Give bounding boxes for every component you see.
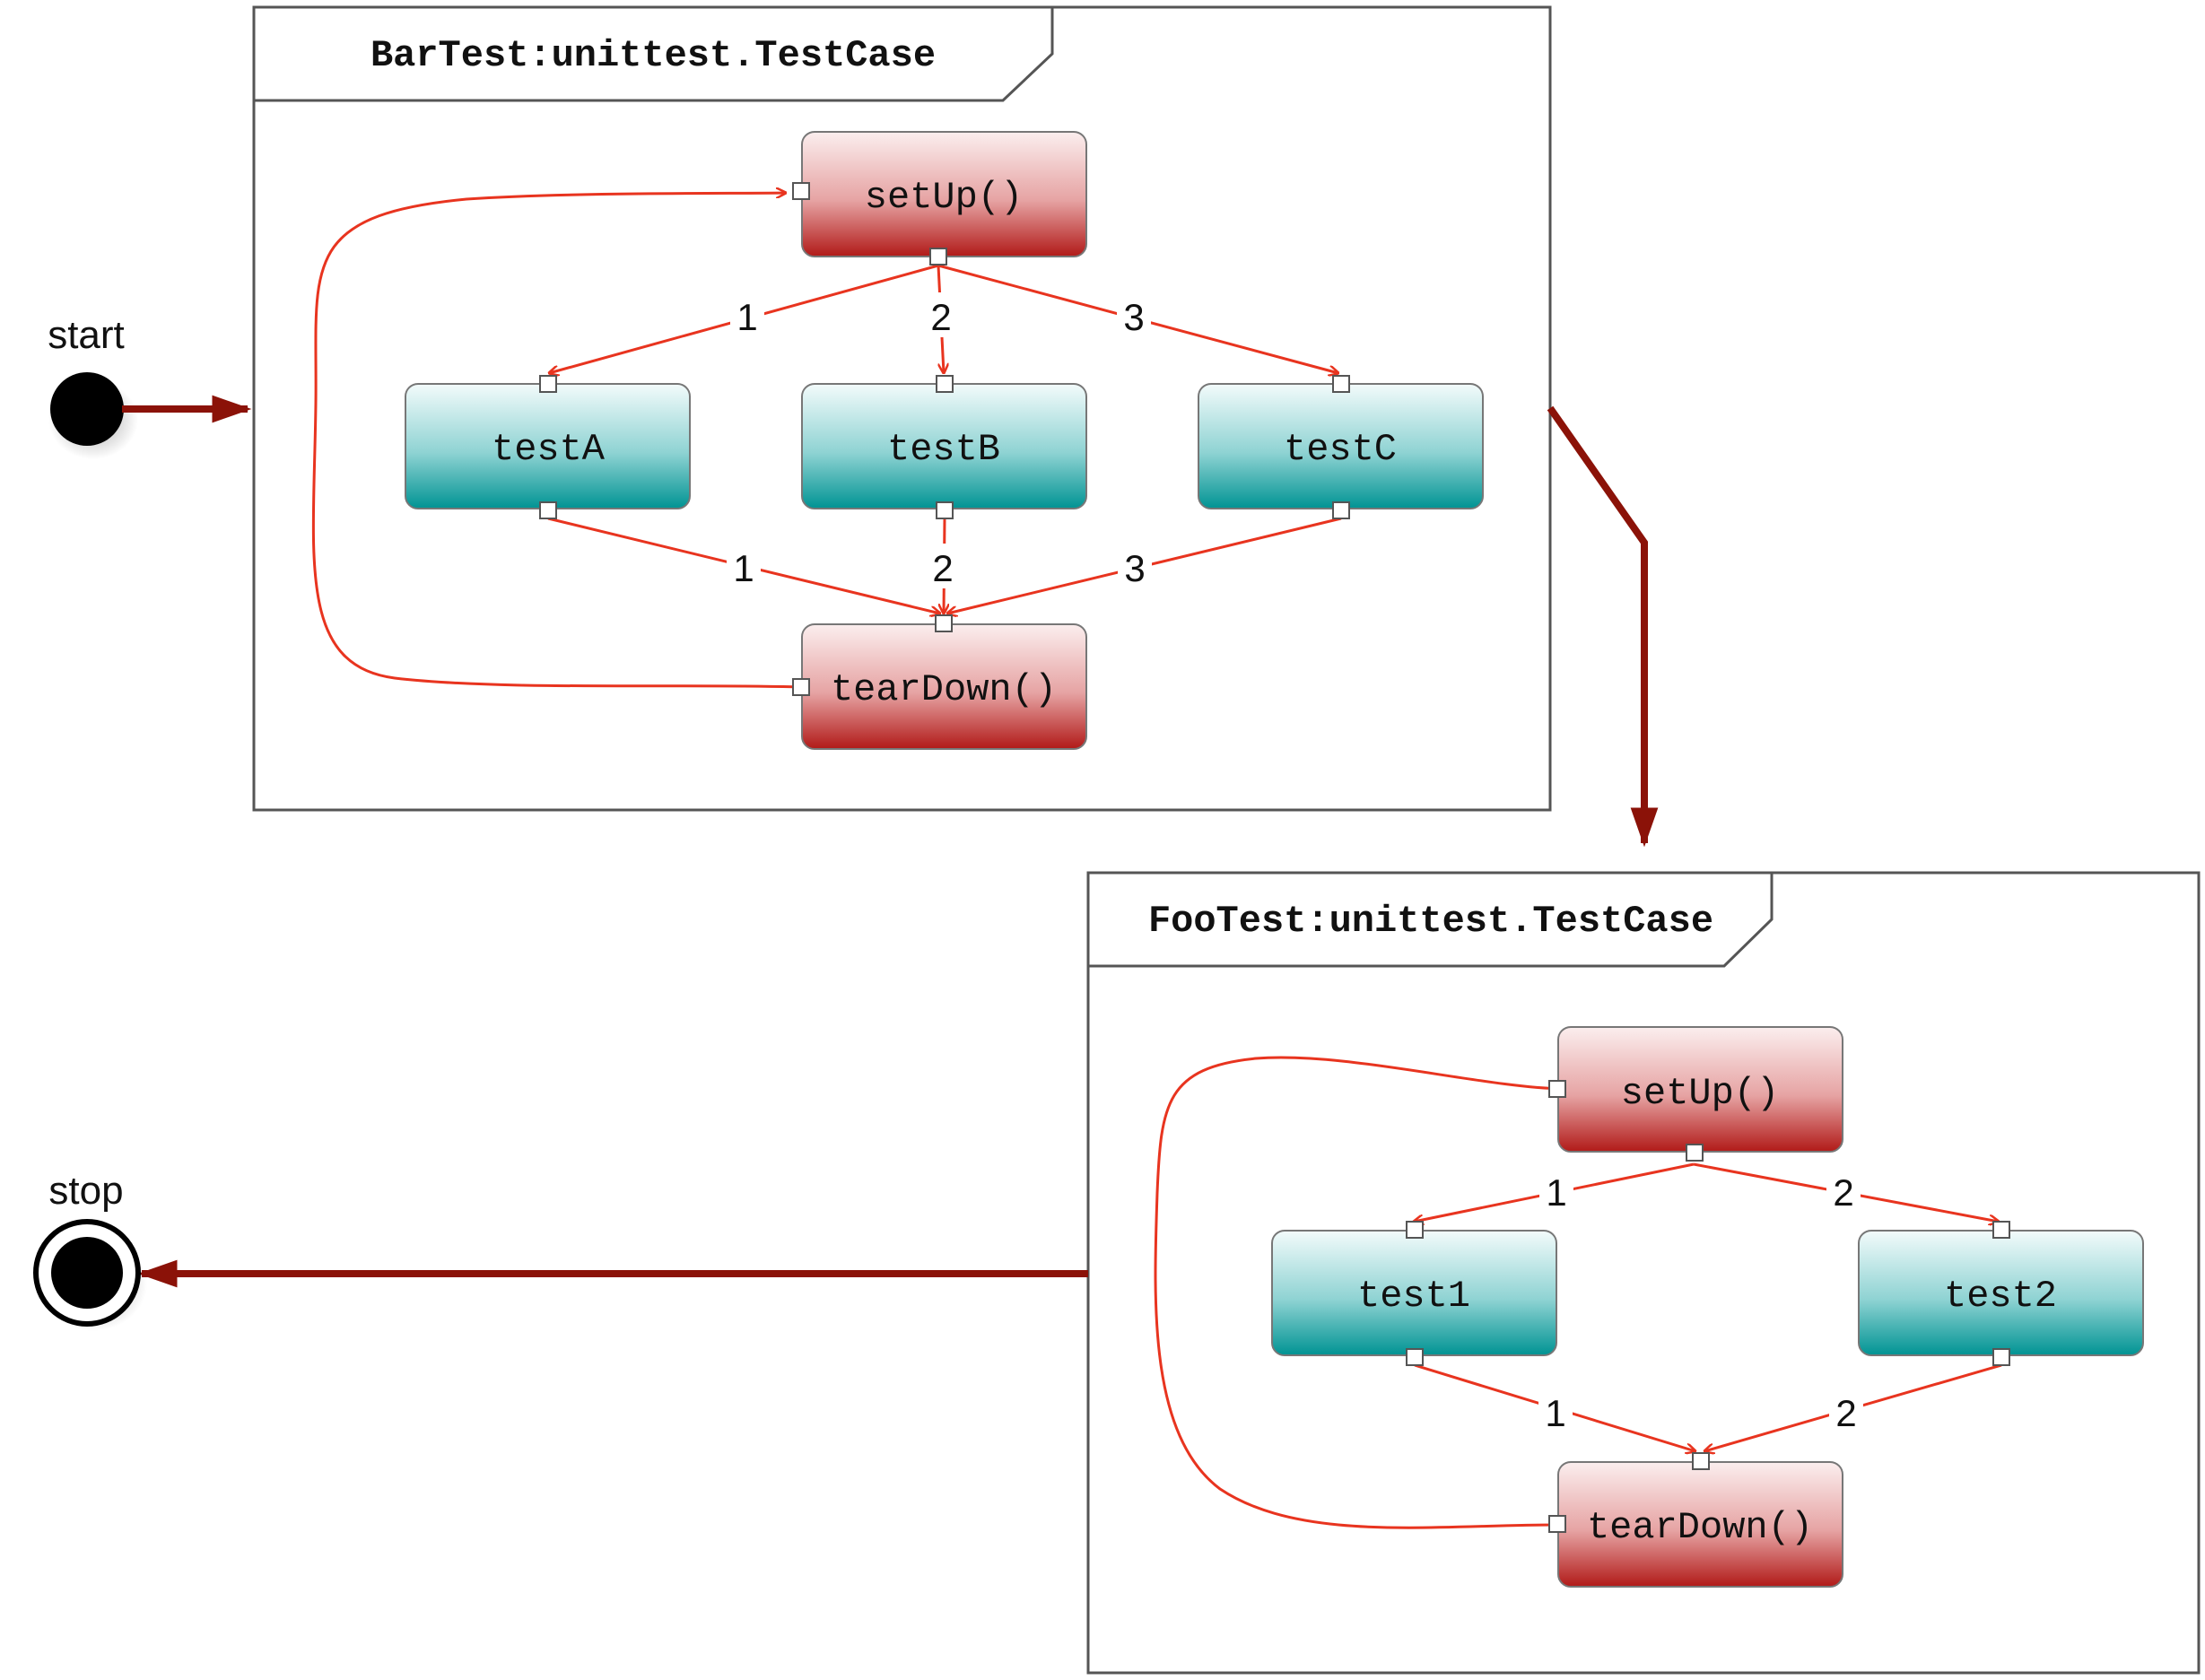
edge-label-testA-teardown: 1 (733, 547, 754, 589)
port (929, 248, 947, 265)
bartest-testA-label: testA (492, 428, 606, 471)
bartest-frame-title: BarTest:unittest.TestCase (370, 34, 936, 77)
bartest-node-testC[interactable]: testC (1198, 375, 1484, 519)
bartest-edges: 1 2 3 1 2 3 (311, 193, 1342, 689)
start-node[interactable] (50, 372, 124, 446)
edge-label-setup-testA: 1 (736, 296, 757, 338)
bartest-node-testA[interactable]: testA (405, 375, 691, 519)
bartest-setup-label: setUp() (865, 176, 1023, 219)
port (792, 182, 810, 200)
bartest-testC-label: testC (1284, 428, 1397, 471)
edge-teardown-setup-loop (1154, 1056, 1563, 1529)
footest-node-setup[interactable]: setUp() (1548, 1026, 1843, 1162)
bartest-testB-label: testB (887, 428, 1000, 471)
footest-test1-label: test1 (1357, 1275, 1470, 1318)
stop-label: stop (48, 1169, 123, 1213)
edge-label-testB-teardown: 2 (932, 547, 953, 589)
bartest-node-testB[interactable]: testB (801, 375, 1087, 519)
port (792, 678, 810, 696)
port (1992, 1221, 2010, 1239)
stop-node-inner (51, 1237, 123, 1309)
footest-teardown-label: tearDown() (1587, 1506, 1813, 1549)
edge-teardown-setup-loop (311, 193, 802, 689)
edge-label-setup-test2: 2 (1833, 1171, 1853, 1214)
footest-node-teardown[interactable]: tearDown() (1548, 1452, 1843, 1588)
bartest-teardown-label: tearDown() (831, 668, 1057, 711)
edge-label-setup-testC: 3 (1123, 296, 1144, 338)
port (936, 501, 954, 519)
port (539, 501, 557, 519)
footest-frame-title: FooTest:unittest.TestCase (1148, 900, 1713, 943)
port (936, 375, 954, 393)
port (1992, 1348, 2010, 1366)
port (1548, 1515, 1566, 1533)
edge-label-testC-teardown: 3 (1124, 547, 1145, 589)
port (1406, 1348, 1424, 1366)
port (1692, 1452, 1710, 1470)
footest-edges: 1 2 1 2 (1154, 1056, 2002, 1529)
bartest-node-teardown[interactable]: tearDown() (792, 614, 1087, 750)
bar-to-foo-arrow (1547, 405, 1659, 848)
edge-label-test1-teardown: 1 (1545, 1392, 1565, 1434)
port (1548, 1080, 1566, 1098)
footest-test2-label: test2 (1944, 1275, 2057, 1318)
bartest-frame-tab (252, 5, 1054, 102)
port (539, 375, 557, 393)
port (1332, 501, 1350, 519)
footest-frame-tab (1086, 871, 1774, 968)
footest-node-test2[interactable]: test2 (1858, 1221, 2144, 1366)
footest-node-test1[interactable]: test1 (1271, 1221, 1557, 1366)
port (1686, 1144, 1704, 1162)
edge-label-setup-test1: 1 (1546, 1171, 1566, 1214)
bartest-node-setup[interactable]: setUp() (792, 131, 1087, 265)
port (935, 614, 953, 632)
edge-label-setup-testB: 2 (930, 296, 951, 338)
port (1406, 1221, 1424, 1239)
port (1332, 375, 1350, 393)
edge-label-test2-teardown: 2 (1835, 1392, 1856, 1434)
start-label: start (48, 313, 125, 357)
footest-setup-label: setUp() (1621, 1072, 1779, 1115)
